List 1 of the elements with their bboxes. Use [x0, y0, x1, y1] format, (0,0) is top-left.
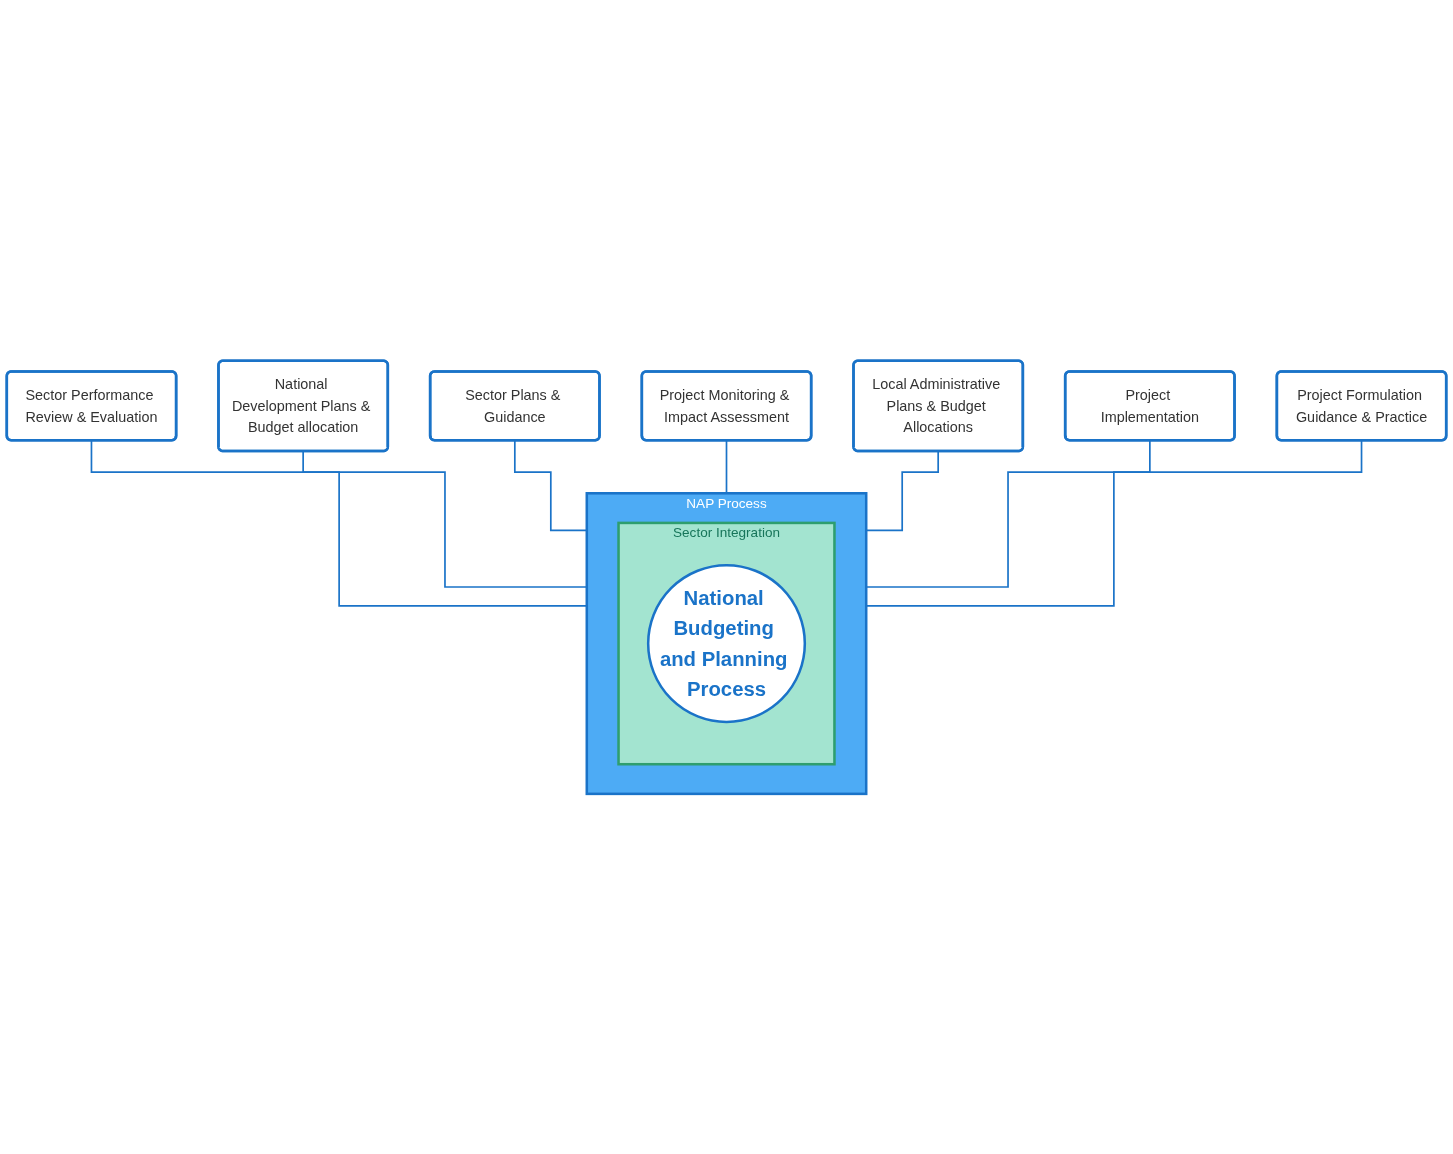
node-circle: National Budgeting and Planning Process	[646, 563, 807, 723]
